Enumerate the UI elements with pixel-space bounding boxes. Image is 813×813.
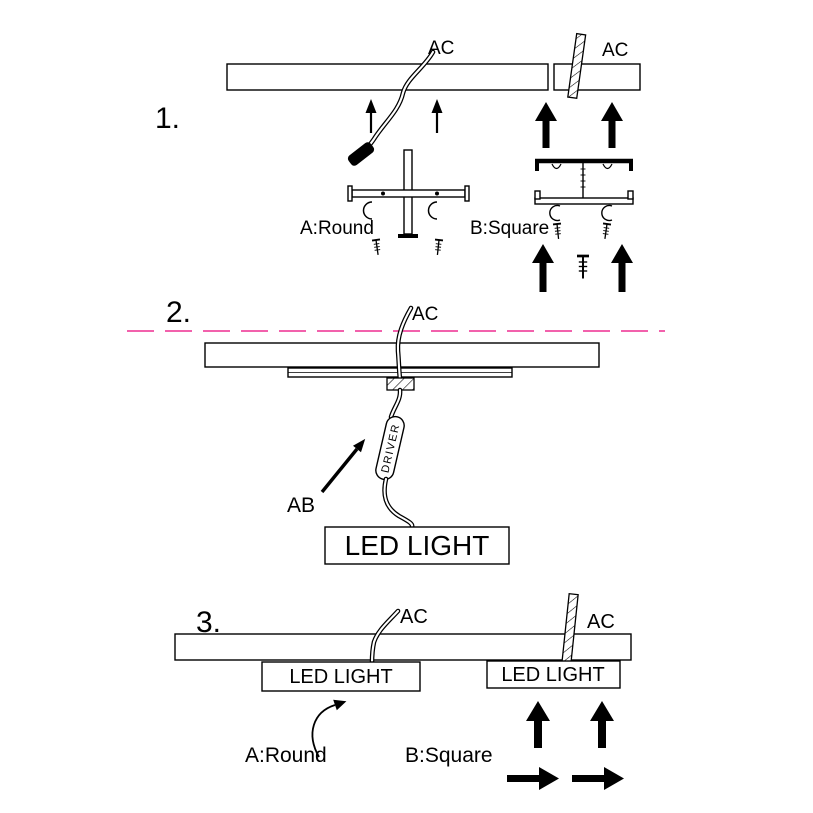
spring-clip-right-icon (427, 201, 438, 220)
bracket-hole-left (381, 191, 385, 196)
square-label: B:Square (470, 218, 549, 239)
step-1: 1. AC A:Round (155, 32, 641, 292)
driver-cable-lower (382, 476, 415, 530)
ab-arrow-icon (320, 438, 366, 494)
square-bracket-bottom-rail (534, 197, 634, 205)
ab-label: AB (287, 494, 315, 517)
bottom-rail-tab-right (627, 190, 634, 200)
step-1-number: 1. (155, 102, 180, 135)
thick-up-arrow-icon (601, 102, 623, 148)
round-bracket-end-left (347, 185, 353, 202)
step-3: 3. AC AC LED LIGHT LED LIGHT A:Round B:S… (174, 593, 632, 790)
bracket-hole-right (435, 191, 439, 196)
ceiling (174, 633, 632, 661)
screw-icon (600, 222, 612, 241)
screw-icon (552, 222, 564, 241)
ac-cable-core (396, 306, 413, 381)
ac-conduit (567, 32, 587, 100)
rotate-arrow-icon (311, 699, 347, 758)
up-arrow-icon (431, 99, 443, 133)
ac-label-left: AC (428, 38, 454, 59)
round-label: A:Round (300, 218, 374, 239)
thick-up-arrow-icon (611, 244, 633, 292)
screw-icon (432, 238, 444, 257)
thick-right-arrow-icon (507, 767, 559, 790)
clip-icon (602, 163, 613, 170)
cable-canopy (347, 142, 375, 166)
clip-icon (551, 163, 562, 170)
thick-up-arrow-icon (535, 102, 557, 148)
up-arrow-icon (365, 99, 377, 133)
spring-clip-left-icon (549, 204, 561, 222)
round-bracket-bar (351, 189, 466, 198)
screw-icon (575, 254, 591, 280)
spring-clip-left-icon (362, 201, 373, 220)
spring-clip-right-icon (601, 204, 613, 222)
thick-up-arrow-icon (526, 701, 550, 748)
led-light-box-square (486, 660, 621, 689)
driver-cable-lower-core (383, 477, 414, 529)
driver-unit: DRIVER (375, 415, 405, 481)
ac-label-right: AC (587, 611, 615, 633)
led-light-box-round (261, 661, 421, 692)
thick-up-arrow-icon (590, 701, 614, 748)
ceiling-right-segment (553, 63, 641, 91)
round-bracket (347, 149, 470, 257)
ac-label-right: AC (602, 40, 628, 61)
led-light-label-square: LED LIGHT (501, 664, 604, 686)
thick-right-arrow-icon (572, 767, 624, 790)
screw-icon (371, 238, 383, 257)
ac-label-left: AC (400, 606, 428, 628)
square-bracket (534, 158, 634, 241)
bottom-rail-tab-left (534, 190, 541, 200)
ac-cable-core (370, 609, 400, 665)
led-light-box (324, 526, 510, 565)
ceiling (204, 342, 600, 368)
ac-label: AC (412, 304, 438, 325)
thick-up-arrow-icon (532, 244, 554, 292)
square-label: B:Square (405, 744, 493, 767)
round-bracket-end-right (464, 185, 470, 202)
led-light-label: LED LIGHT (345, 530, 490, 561)
round-label: A:Round (245, 744, 327, 767)
step-2-number: 2. (166, 296, 191, 329)
ceiling-left-segment (226, 63, 549, 91)
led-light-label-round: LED LIGHT (289, 666, 392, 688)
step-2: 2. AC DRIVER AB LED LIGHT (127, 296, 665, 565)
driver-cable-upper-core (389, 388, 402, 419)
